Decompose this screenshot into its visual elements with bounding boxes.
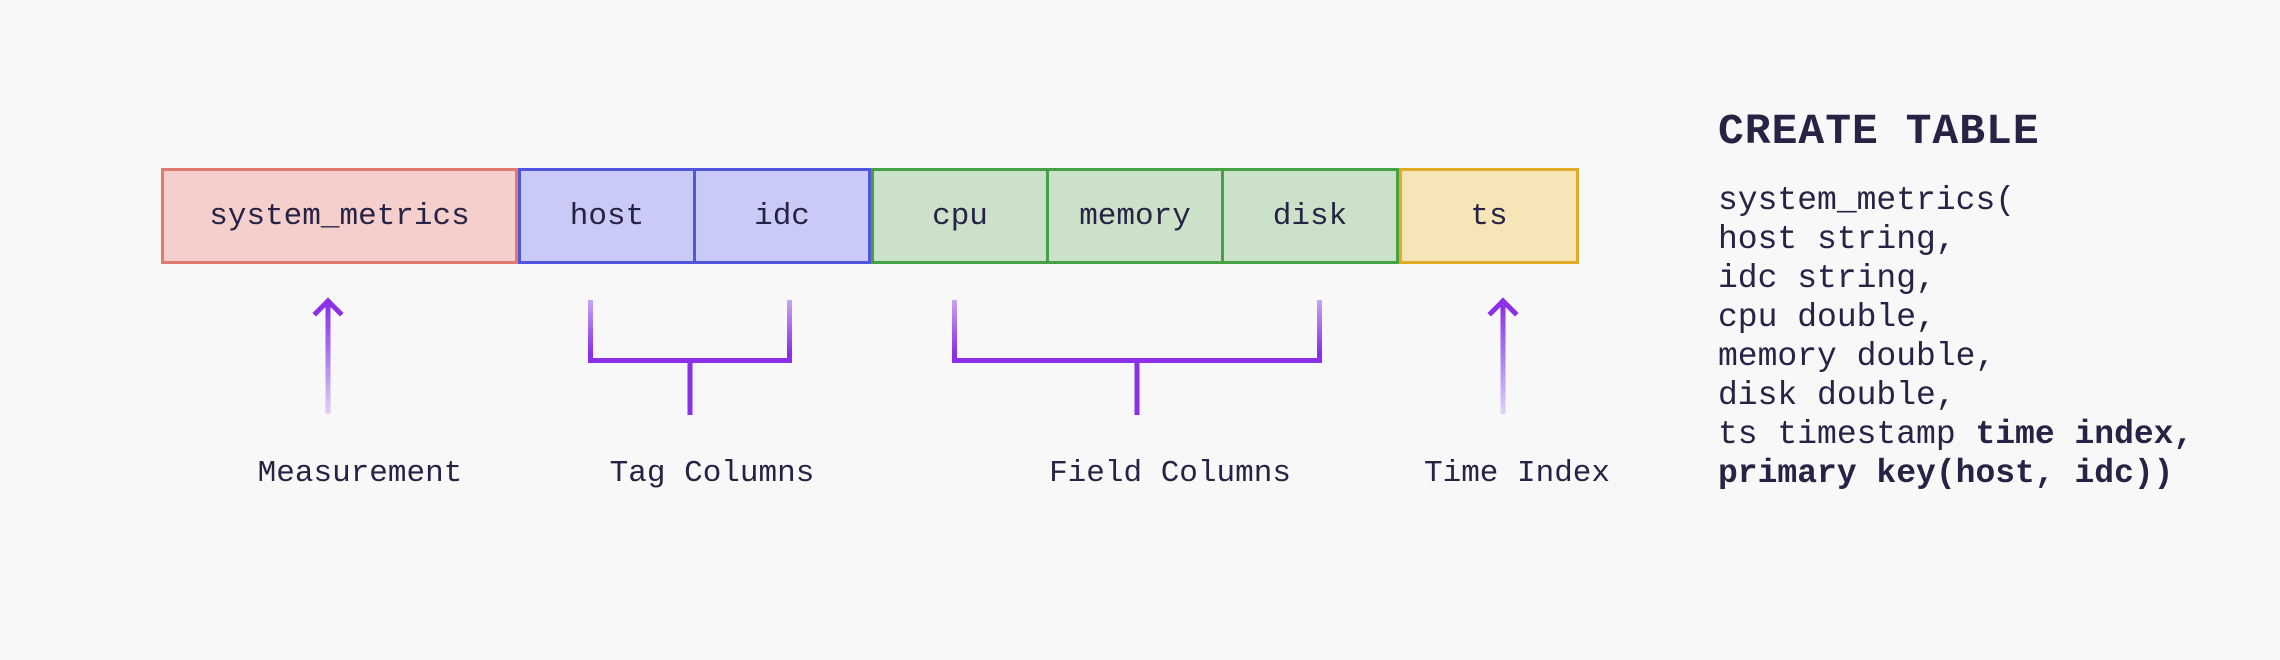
- field-columns-bracket: [952, 300, 1322, 415]
- bracket-stem: [687, 358, 693, 415]
- cell-disk-label: disk: [1272, 198, 1348, 234]
- sql-line: host string,: [1718, 220, 2193, 259]
- sql-line: cpu double,: [1718, 298, 2193, 337]
- sql-line-bold-text: time index,: [1975, 416, 2194, 453]
- cell-tag-idc: idc: [693, 168, 871, 264]
- cell-ts-label: ts: [1470, 198, 1508, 234]
- cell-host-label: host: [569, 198, 645, 234]
- arrow-line: [325, 305, 331, 414]
- label-measurement: Measurement: [257, 456, 463, 491]
- table-structure-row: system_metrics host idc cpu memory disk …: [161, 168, 1579, 264]
- cell-field-memory: memory: [1046, 168, 1224, 264]
- label-field-columns: Field Columns: [1049, 456, 1291, 491]
- cell-tag-host: host: [518, 168, 696, 264]
- sql-line: memory double,: [1718, 337, 2193, 376]
- sql-line: ts timestamp time index,: [1718, 415, 2193, 454]
- label-time-index: Time Index: [1423, 456, 1611, 491]
- sql-line-text: memory double,: [1718, 338, 1996, 375]
- cell-field-cpu: cpu: [871, 168, 1049, 264]
- sql-line: system_metrics(: [1718, 181, 2193, 220]
- cell-memory-label: memory: [1079, 198, 1191, 234]
- sql-line-bold-text: primary key(host, idc)): [1718, 455, 2174, 492]
- sql-heading: CREATE TABLE: [1718, 107, 2040, 156]
- label-tag-columns: Tag Columns: [609, 456, 815, 491]
- bracket-stem: [1134, 358, 1140, 415]
- sql-line-text: host string,: [1718, 221, 1956, 258]
- cell-measurement-label: system_metrics: [209, 198, 470, 234]
- sql-line-text: idc string,: [1718, 260, 1936, 297]
- cell-idc-label: idc: [754, 198, 810, 234]
- time-index-arrow: [1487, 296, 1519, 414]
- cell-time-ts: ts: [1399, 168, 1579, 264]
- sql-line: disk double,: [1718, 376, 2193, 415]
- cell-cpu-label: cpu: [932, 198, 988, 234]
- sql-line: idc string,: [1718, 259, 2193, 298]
- sql-line-text: ts timestamp: [1718, 416, 1976, 453]
- cell-field-disk: disk: [1221, 168, 1399, 264]
- sql-block: CREATE TABLE system_metrics( host string…: [1718, 110, 2193, 493]
- cell-measurement: system_metrics: [161, 168, 518, 264]
- sql-line-text: disk double,: [1718, 377, 1956, 414]
- tag-columns-bracket: [588, 300, 792, 415]
- sql-line-text: system_metrics(: [1718, 182, 2016, 219]
- sql-code: system_metrics( host string, idc string,…: [1718, 181, 2193, 493]
- sql-line-text: cpu double,: [1718, 299, 1936, 336]
- arrow-line: [1500, 305, 1506, 414]
- measurement-arrow: [312, 296, 344, 414]
- sql-line: primary key(host, idc)): [1718, 454, 2193, 493]
